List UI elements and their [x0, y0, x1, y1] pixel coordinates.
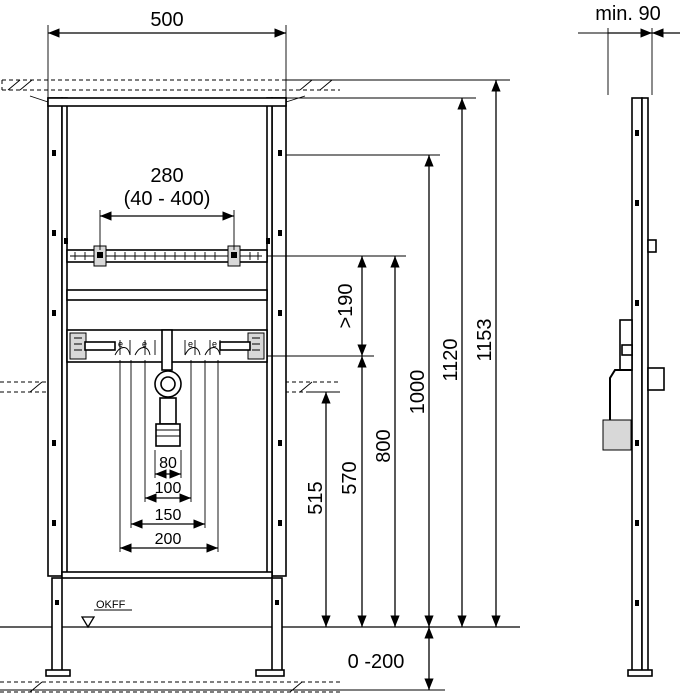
dim-min-depth: min. 90: [595, 3, 661, 25]
side-view: [578, 28, 680, 677]
dim-height-1000: 1000: [407, 370, 429, 415]
dim-spacing-100: 100: [155, 480, 182, 497]
width-dimension: [47, 25, 287, 98]
supply-fittings: e e e e: [114, 339, 221, 356]
dim-waste-80: 80: [159, 455, 177, 472]
pipe-spacing-dimensions: [119, 360, 219, 553]
dim-height-570: 570: [339, 461, 361, 494]
mounting-frame: [29, 95, 306, 677]
dim-spacing-200: 200: [155, 531, 182, 548]
dim-height-515: 515: [305, 481, 327, 514]
svg-text:e: e: [212, 339, 217, 349]
height-dimensions: [321, 80, 501, 690]
dim-fixing-spacing: 280: [150, 165, 183, 187]
dim-height-1153: 1153: [474, 318, 496, 361]
floor-level-symbol: [80, 609, 132, 629]
middle-rail: [66, 289, 268, 301]
dim-height-1120: 1120: [440, 338, 462, 381]
dim-foot-range: 0 -200: [348, 651, 405, 673]
middle-slab-hatch-right: [285, 381, 338, 393]
waste-pipe: [154, 329, 182, 447]
dim-min-height: >190: [335, 283, 357, 328]
dim-fixing-range: (40 - 400): [124, 188, 211, 210]
dim-spacing-150: 150: [155, 507, 182, 524]
dim-frame-width: 500: [150, 9, 183, 31]
height-extension-lines: [0, 79, 510, 691]
middle-slab-hatch-left: [0, 381, 48, 393]
upper-cross-rail: [64, 238, 270, 267]
dim-height-800: 800: [373, 429, 395, 462]
svg-text:e: e: [188, 339, 193, 349]
fixing-spacing-dimension: [99, 210, 235, 250]
svg-text:e: e: [118, 339, 123, 349]
floor-label: OKFF: [96, 599, 126, 611]
upper-slab-hatch: [1, 79, 340, 91]
floor-slab-hatch: [0, 681, 340, 693]
svg-text:e: e: [142, 339, 147, 349]
